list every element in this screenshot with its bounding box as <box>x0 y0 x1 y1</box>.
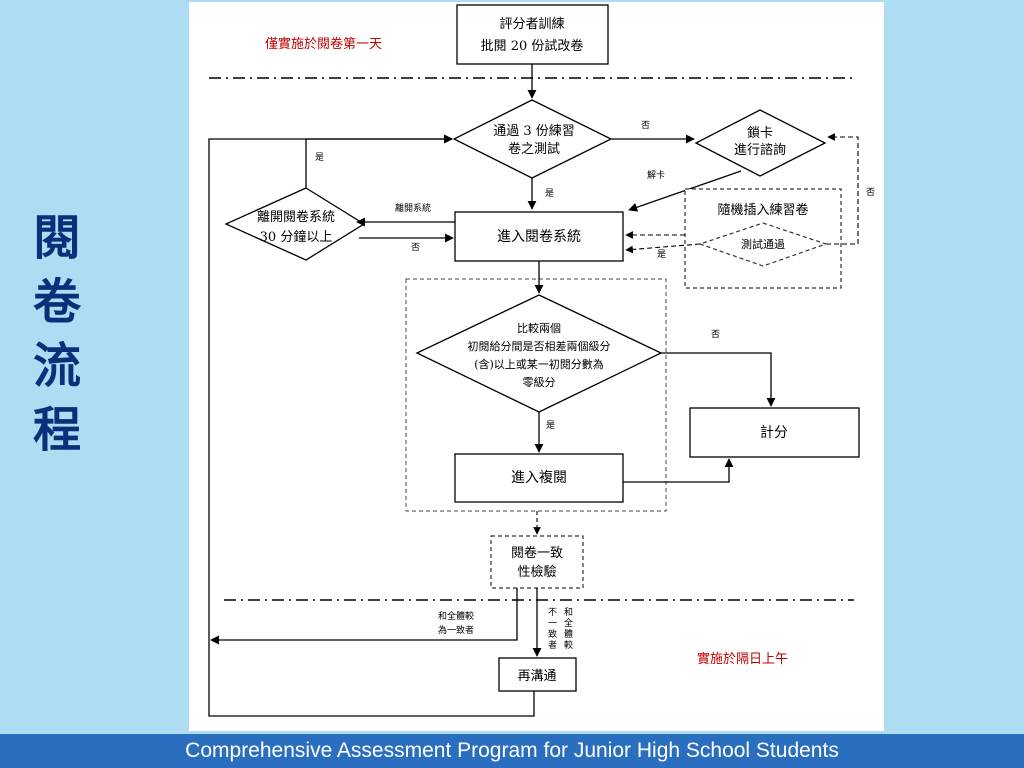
arrow-testpass-to-lock <box>826 133 859 245</box>
side-title-char-4: 程 <box>32 402 81 458</box>
arrow-review-to-score <box>623 458 734 483</box>
arrow-feedback-loop <box>208 134 535 717</box>
flowchart-canvas: 僅實施於閱卷第一天 實施於隔日上午 評分者訓練 批閱 20 份試改卷 通過 3 … <box>189 2 884 731</box>
side-title-char-1: 閱 <box>32 210 81 266</box>
enter-review-text: 進入複閱 <box>511 469 567 486</box>
practice-test-line1: 通過 3 份練習 <box>493 124 575 139</box>
label-no-compare-score: 否 <box>711 329 720 340</box>
score-box <box>689 407 860 458</box>
arrow-leave-to-test <box>305 134 453 188</box>
flowchart-svg: 僅實施於閱卷第一天 實施於隔日上午 評分者訓練 批閱 20 份試改卷 通過 3 … <box>208 4 875 717</box>
re-communicate-text: 再溝通 <box>517 669 556 684</box>
label-unlock: 解卡 <box>647 169 665 181</box>
side-title: 閱 卷 流 程 <box>22 210 92 458</box>
label-leave-system: 離開系統 <box>395 202 431 214</box>
side-title-char-3: 流 <box>32 338 81 394</box>
label-inconsistent-c1-2: 一 <box>548 619 557 629</box>
label-yes-test-enter: 是 <box>545 188 554 199</box>
label-inconsistent-c2-2: 全 <box>564 617 573 629</box>
lock-card-line1: 鎖卡 <box>747 125 773 141</box>
leave-system-line2: 30 分鐘以上 <box>260 229 333 245</box>
consistency-box <box>490 535 584 589</box>
lock-card-diamond <box>694 109 827 177</box>
arrow-testpass-to-enter <box>625 243 701 254</box>
label-inconsistent-c1-3: 致 <box>548 628 557 640</box>
random-insert-text: 隨機插入練習卷 <box>717 202 808 218</box>
leave-system-line1: 離開閱卷系統 <box>257 209 335 225</box>
lock-card-line2: 進行諮詢 <box>734 142 786 158</box>
arrow-compare-to-score <box>661 352 776 407</box>
consistency-line2: 性檢驗 <box>517 564 556 580</box>
compare-line4: 零級分 <box>523 376 556 389</box>
compare-line1: 比較兩個 <box>517 321 561 335</box>
leave-system-diamond <box>224 187 366 261</box>
label-no-leave-enter: 否 <box>411 242 420 253</box>
side-title-char-2: 卷 <box>32 274 81 330</box>
score-text: 計分 <box>760 425 788 441</box>
label-consistent-line1: 和全體較 <box>438 610 474 622</box>
test-pass-text: 測試通過 <box>741 237 785 251</box>
footer-text: Comprehensive Assessment Program for Jun… <box>185 739 839 762</box>
footer-bar: Comprehensive Assessment Program for Jun… <box>0 734 1024 768</box>
label-inconsistent-c2-1: 和 <box>564 607 573 618</box>
enter-review-box <box>454 453 624 503</box>
label-inconsistent-c1-1: 不 <box>548 607 557 618</box>
arrow-consistent-exit <box>210 588 518 645</box>
comparison-group-frame <box>405 278 667 512</box>
label-no-test-lock: 否 <box>641 120 650 131</box>
consistency-line1: 閱卷一致 <box>511 545 563 561</box>
compare-diamond <box>415 294 663 413</box>
label-yes-compare-review: 是 <box>546 420 555 431</box>
practice-test-diamond <box>452 99 613 179</box>
training-box-line2: 批閱 20 份試改卷 <box>481 38 584 54</box>
training-box <box>456 4 609 65</box>
label-yes-testpass: 是 <box>657 249 666 260</box>
training-box-line1: 評分者訓練 <box>499 16 564 32</box>
label-inconsistent-c1-4: 者 <box>548 640 557 651</box>
enter-system-text: 進入閱卷系統 <box>497 229 581 245</box>
re-communicate-box <box>498 657 577 692</box>
label-yes-leave-test: 是 <box>315 152 324 163</box>
compare-line3: (含)以上或某一初閱分數為 <box>474 357 604 371</box>
label-inconsistent-c2-4: 較 <box>564 639 573 651</box>
test-pass-diamond <box>698 222 828 267</box>
practice-test-line2: 卷之測試 <box>508 141 560 157</box>
label-inconsistent-c2-3: 體 <box>564 628 573 640</box>
compare-line2: 初閱給分間是否相差兩個級分 <box>468 339 611 353</box>
first-day-note: 僅實施於閱卷第一天 <box>265 36 382 52</box>
label-consistent-line2: 為一致者 <box>438 624 474 636</box>
label-no-testpass-lock: 否 <box>866 187 875 198</box>
next-day-note: 實施於隔日上午 <box>697 651 788 667</box>
